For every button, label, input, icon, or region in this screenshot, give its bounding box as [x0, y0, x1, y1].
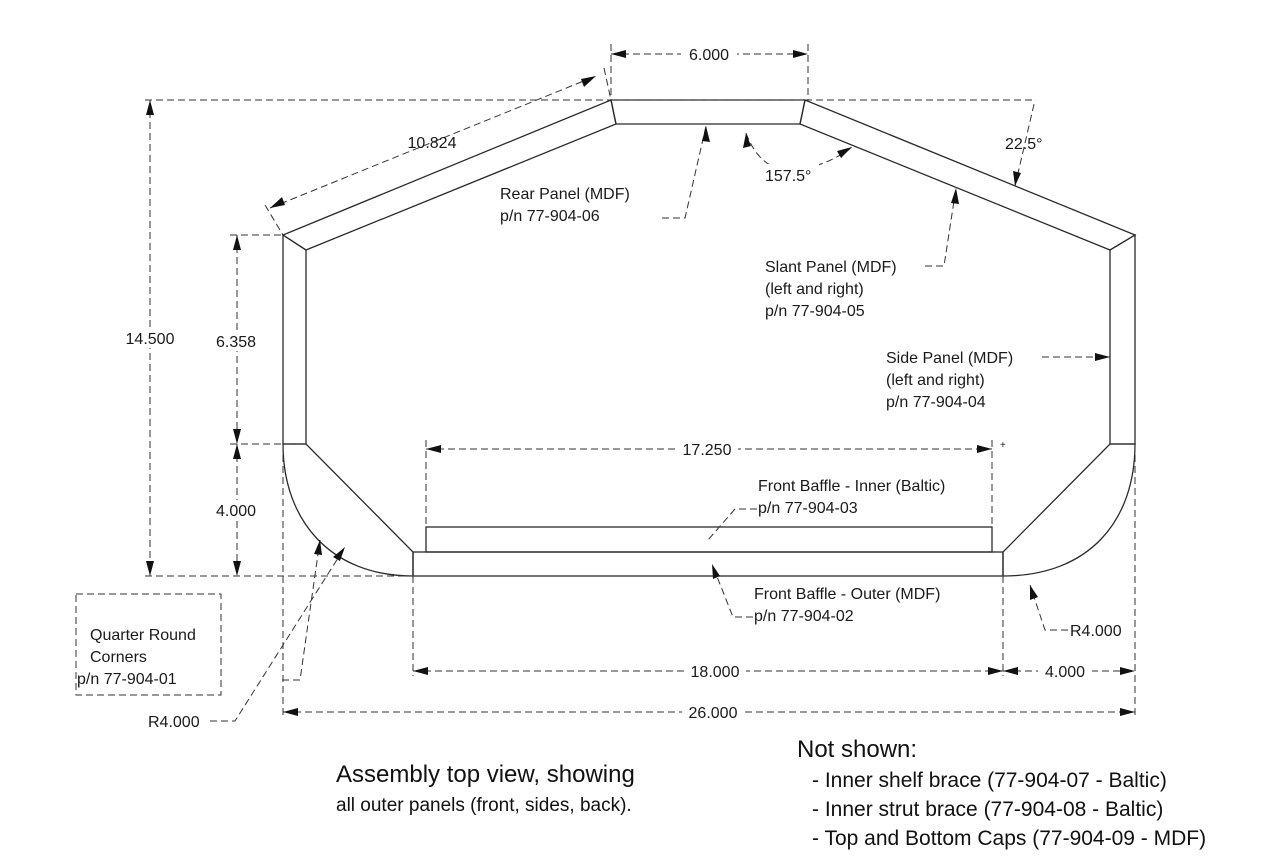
corners-pn: p/n 77-904-01: [77, 671, 177, 688]
not-shown-title: Not shown:: [797, 736, 917, 763]
part-labels: Rear Panel (MDF) p/n 77-904-06 Slant Pan…: [75, 125, 1110, 696]
dim-side-height: 6.358: [216, 334, 256, 351]
front-outer-pn: p/n 77-904-02: [754, 608, 854, 625]
side-panel-right: [1109, 233, 1136, 445]
front-baffle-outer: [412, 551, 1004, 577]
side-panel-label: Side Panel (MDF): [886, 350, 1013, 367]
caption-line1: Assembly top view, showing: [336, 761, 635, 788]
dim-outer-baffle-width: 18.000: [691, 664, 740, 681]
quarter-round-right: [1002, 443, 1136, 577]
panels: [281, 99, 1137, 577]
front-baffle-inner: [425, 526, 993, 553]
quarter-round-box: [75, 593, 222, 696]
rear-panel-pn: p/n 77-904-06: [500, 208, 600, 225]
corners-label-line1: Quarter Round: [90, 627, 196, 644]
side-panel-note: (left and right): [886, 372, 985, 389]
slant-panel-label: Slant Panel (MDF): [765, 259, 897, 276]
corners-label-line2: Corners: [90, 649, 147, 666]
not-shown-item: - Inner strut brace (77-904-08 - Baltic): [812, 798, 1163, 821]
dim-radius-left: R4.000: [148, 714, 200, 731]
dim-angle-outer: 22.5°: [1005, 136, 1043, 153]
rear-panel-label: Rear Panel (MDF): [500, 186, 630, 203]
dim-inner-baffle-width: 17.250: [683, 442, 732, 459]
side-panel-pn: p/n 77-904-04: [886, 394, 986, 411]
slant-panel-pn: p/n 77-904-05: [765, 303, 865, 320]
front-inner-pn: p/n 77-904-03: [758, 500, 858, 517]
slant-panel-left: [281, 99, 617, 251]
caption: Assembly top view, showing all outer pan…: [336, 761, 635, 816]
dim-corner-height: 4.000: [216, 503, 256, 520]
side-panel-left: [282, 233, 307, 445]
not-shown-notes: Not shown: - Inner shelf brace (77-904-0…: [797, 736, 1206, 850]
front-outer-label: Front Baffle - Outer (MDF): [754, 586, 940, 603]
dim-corner-width: 4.000: [1045, 664, 1085, 681]
dim-slant-length: 10.824: [408, 135, 457, 152]
dim-top-width: 6.000: [689, 47, 729, 64]
quarter-round-left: [282, 443, 414, 577]
extension-lines: [145, 44, 1136, 718]
caption-line2: all outer panels (front, sides, back).: [336, 795, 632, 816]
dim-angle-inner: 157.5°: [765, 168, 811, 185]
svg-text:+: +: [1000, 440, 1006, 451]
dim-overall-width: 26.000: [689, 705, 738, 722]
rear-panel: [610, 99, 806, 125]
dim-overall-depth: 14.500: [126, 331, 175, 348]
not-shown-item: - Top and Bottom Caps (77-904-09 - MDF): [812, 827, 1206, 850]
not-shown-item: - Inner shelf brace (77-904-07 - Baltic): [812, 769, 1167, 792]
dim-radius-right: R4.000: [1070, 623, 1122, 640]
dimensions: 6.000 10.824 22.5° 157.5° 14.500 6.358: [118, 45, 1135, 731]
slant-panel-right: [799, 99, 1137, 251]
slant-panel-note: (left and right): [765, 281, 864, 298]
front-inner-label: Front Baffle - Inner (Baltic): [758, 478, 945, 495]
